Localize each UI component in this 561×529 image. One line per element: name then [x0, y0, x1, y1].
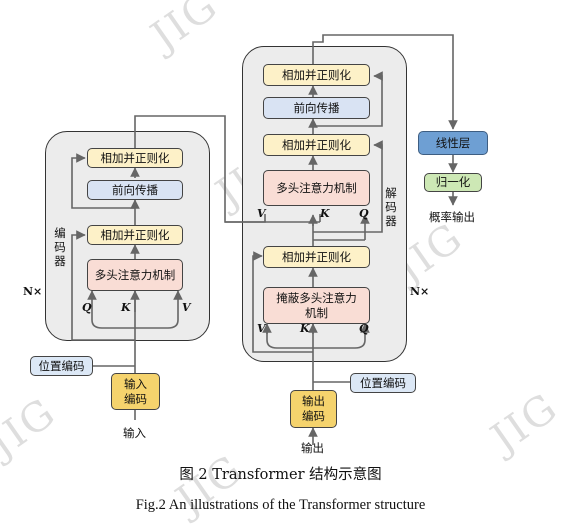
decoder-add-norm-bottom: 相加并正则化: [263, 246, 370, 268]
decoder-v-top-label: V: [257, 207, 266, 220]
decoder-k-label: K: [300, 322, 310, 335]
linear-layer: 线性层: [418, 131, 488, 155]
caption-chinese: 图 2 Transformer 结构示意图: [179, 467, 382, 483]
encoder-side-label: 编 码 器: [54, 226, 66, 268]
encoder-k-label: K: [121, 301, 131, 314]
decoder-repeat-label: N×: [410, 285, 430, 298]
decoder-k-top-label: K: [320, 207, 330, 220]
encoder-v-label: V: [182, 301, 191, 314]
decoder-position-encoding: 位置编码: [350, 373, 416, 393]
encoder-add-norm-top: 相加并正则化: [87, 148, 183, 168]
output-embedding: 输出 编码: [290, 390, 337, 428]
decoder-feedforward: 前向传播: [263, 97, 370, 119]
input-embedding: 输入 编码: [111, 373, 160, 410]
caption-english: Fig.2 An illustrations of the Transforme…: [135, 497, 426, 513]
encoder-q-label: Q: [82, 301, 92, 314]
decoder-cross-attention: 多头注意力机制: [263, 170, 370, 206]
output-label: 输出: [301, 441, 324, 455]
softmax-layer: 归一化: [424, 173, 482, 192]
decoder-v-label: V: [257, 322, 266, 335]
probabilities-label: 概率输出: [429, 210, 475, 224]
decoder-add-norm-top: 相加并正则化: [263, 64, 370, 86]
encoder-multihead-attention: 多头注意力机制: [87, 259, 183, 291]
decoder-q-top-label: Q: [359, 207, 369, 220]
decoder-add-norm-middle: 相加并正则化: [263, 134, 370, 156]
decoder-masked-attention: 掩蔽多头注意力 机制: [263, 287, 370, 324]
input-label: 输入: [123, 426, 146, 440]
decoder-side-label: 解 码 器: [385, 186, 397, 228]
encoder-feedforward: 前向传播: [87, 180, 183, 200]
encoder-position-encoding: 位置编码: [30, 356, 93, 376]
decoder-q-label: Q: [359, 322, 369, 335]
encoder-add-norm-bottom: 相加并正则化: [87, 225, 183, 245]
encoder-repeat-label: N×: [23, 285, 43, 298]
